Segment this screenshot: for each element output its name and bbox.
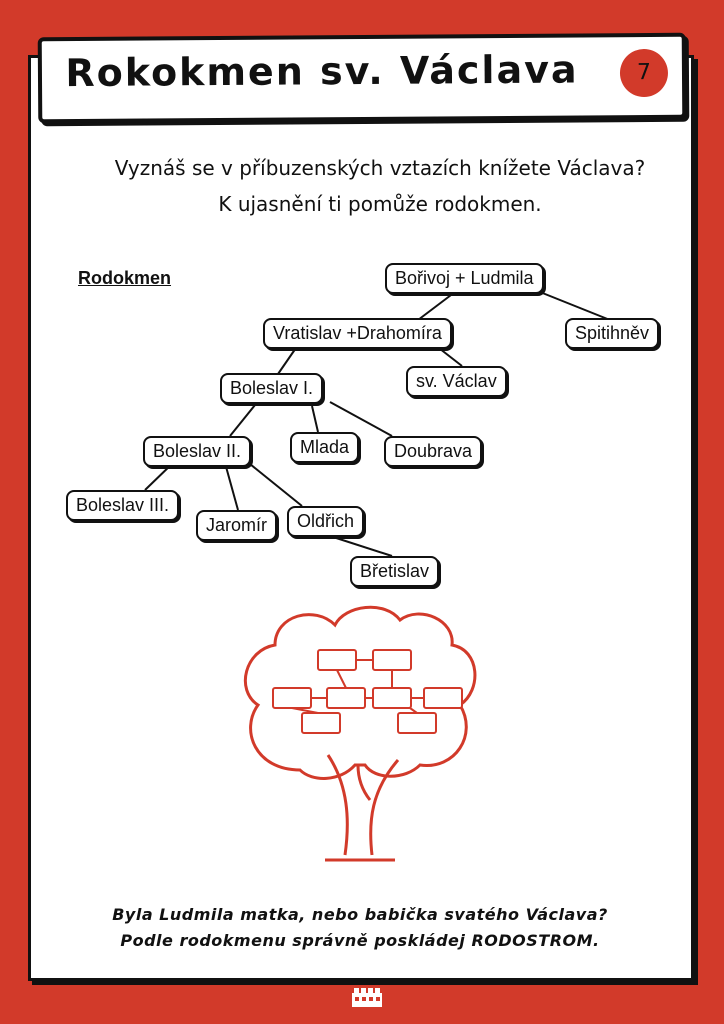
- node-vratislav-drahomira: Vratislav +Drahomíra: [263, 318, 452, 349]
- connector-boleslav1-mlada: [311, 405, 319, 433]
- publisher-logo-icon: [352, 988, 382, 1007]
- connector-boleslav1-doubrava: [329, 401, 393, 437]
- tree-illustration: [243, 605, 477, 862]
- node-boleslav-3: Boleslav III.: [66, 490, 180, 521]
- node-oldrich: Oldřich: [287, 506, 365, 537]
- node-borivoj-ludmila: Bořivoj + Ludmila: [385, 263, 544, 294]
- tree-diagram-boxes: [272, 649, 463, 734]
- connector-boleslav1-boleslav2: [229, 404, 256, 437]
- connector-oldrich-bretislav: [329, 535, 393, 557]
- connector-boleslav2-jaromir: [224, 462, 239, 511]
- node-spitihnev: Spitihněv: [565, 318, 660, 349]
- intro-text: Vyznáš se v příbuzenských vztazích kníže…: [60, 150, 700, 222]
- connector-borivoj-spitihnev: [534, 289, 611, 321]
- tree-trunk-outline: [326, 754, 400, 856]
- node-boleslav-2: Boleslav II.: [143, 436, 252, 467]
- node-boleslav-1: Boleslav I.: [220, 373, 324, 404]
- node-vaclav: sv. Václav: [406, 366, 507, 397]
- intro-line-2: K ujasnění ti pomůže rodokmen.: [218, 192, 542, 216]
- family-tree-label: Rodokmen: [78, 268, 172, 288]
- node-jaromir: Jaromír: [196, 510, 278, 541]
- connector-vratislav-boleslav1: [277, 344, 299, 375]
- intro-line-1: Vyznáš se v příbuzenských vztazích kníže…: [114, 156, 646, 180]
- node-mlada: Mlada: [290, 432, 360, 463]
- connector-boleslav2-oldrich: [244, 459, 303, 507]
- question-line-1: Byla Ludmila matka, nebo babička svatého…: [112, 905, 608, 924]
- question-line-2: Podle rodokmenu správně poskládej RODOST…: [120, 931, 600, 950]
- node-doubrava: Doubrava: [384, 436, 483, 467]
- connector-borivoj-vratislav: [417, 291, 456, 321]
- task-instructions: Byla Ludmila matka, nebo babička svatého…: [40, 902, 680, 954]
- tree-crown-outline: [243, 605, 477, 780]
- node-bretislav: Břetislav: [350, 556, 440, 587]
